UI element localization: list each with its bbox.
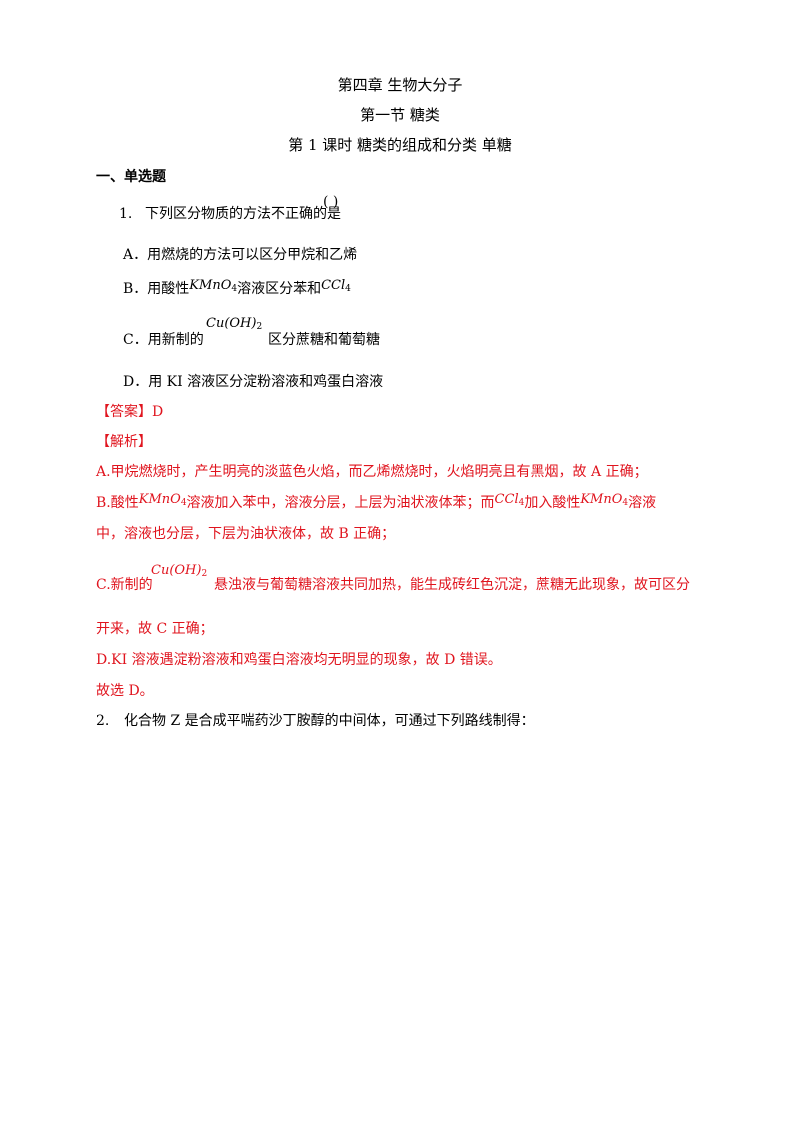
option-b-middle: 溶液区分苯和	[237, 281, 322, 297]
formula-cuoh2: Cu(OH)2	[206, 316, 263, 332]
option-c-text: 区分蔗糖和葡萄糖	[268, 332, 380, 348]
formula-cuoh2: Cu(OH)2	[151, 563, 208, 579]
option-d: D．用 KI 溶液区分淀粉溶液和鸡蛋白溶液	[123, 374, 384, 390]
formula-kmno4: KMnO4	[189, 278, 238, 294]
question-1-stem: 下列区分物质的方法不正确的是	[145, 206, 341, 222]
option-b-prefix: B．用酸性	[123, 281, 190, 297]
analysis-line-c1: 悬浊液与葡萄糖溶液共同加热，能生成砖红色沉淀，蔗糖无此现象，故可区分	[214, 577, 690, 593]
formula-kmno4: KMnO4	[138, 492, 187, 508]
section-title: 第一节 糖类	[360, 106, 440, 124]
question-2-stem: 化合物 Z 是合成平喘药沙丁胺醇的中间体，可通过下列路线制得：	[124, 713, 535, 729]
analysis-label: 【解析】	[96, 434, 152, 450]
lesson-title: 第 1 课时 糖类的组成和分类 单糖	[288, 136, 512, 154]
question-2-number: 2.	[96, 713, 110, 729]
analysis-line-b1: B.酸性KMnO4溶液加入苯中，溶液分层，上层为油状液体苯；而CCl4加入酸性K…	[96, 492, 657, 511]
analysis-line-c2: 开来，故 C 正确；	[96, 621, 214, 637]
question-1-number: 1.	[119, 206, 133, 222]
formula-ccl4: CCl4	[321, 278, 351, 294]
formula-ccl4: CCl4	[494, 492, 525, 508]
analysis-line-c1-prefix: C.新制的	[96, 577, 153, 593]
formula-kmno4: KMnO4	[580, 492, 629, 508]
analysis-line-d: D.KI 溶液遇淀粉溶液和鸡蛋白溶液均无明显的现象，故 D 错误。	[96, 652, 502, 668]
section-heading: 一、单选题	[96, 169, 166, 185]
option-c-prefix: C．用新制的	[123, 332, 204, 348]
analysis-line-b2: 中，溶液也分层，下层为油状液体，故 B 正确；	[96, 526, 396, 542]
analysis-conclusion: 故选 D。	[96, 683, 154, 699]
option-a: A．用燃烧的方法可以区分甲烷和乙烯	[123, 247, 358, 263]
option-b: B．用酸性KMnO4溶液区分苯和CCl4	[123, 278, 351, 302]
chapter-title: 第四章 生物大分子	[337, 76, 463, 94]
answer-label: 【答案】D	[96, 404, 164, 420]
answer-parentheses: ( )	[323, 194, 339, 210]
analysis-line-a: A.甲烷燃烧时，产生明亮的淡蓝色火焰，而乙烯燃烧时，火焰明亮且有黑烟，故 A 正…	[96, 464, 648, 480]
